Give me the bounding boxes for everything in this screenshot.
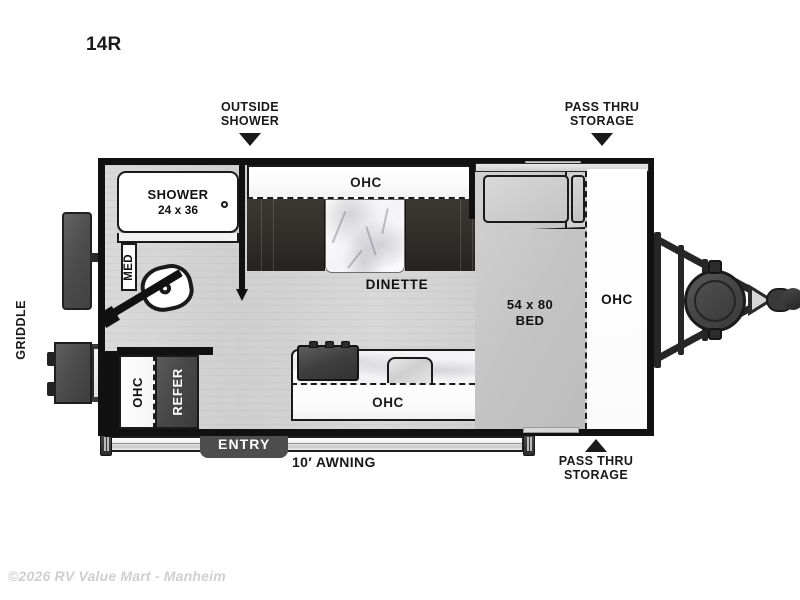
outside-shower-arm	[90, 253, 104, 262]
dinette-seat-left	[247, 199, 325, 271]
pass-thru-storage-bottom-opening	[523, 427, 579, 433]
cooktop	[297, 341, 359, 381]
shower-size-label: 24 x 36	[157, 203, 199, 217]
a-frame-tongue	[648, 226, 800, 374]
callout-pass-thru-storage-top: PASS THRU STORAGE	[564, 100, 640, 128]
bed-mattress	[475, 227, 585, 429]
copyright-footer: ©2026 RV Value Mart - Manheim	[8, 568, 226, 584]
overhead-cabinet-dinette: OHC	[247, 165, 485, 199]
bed-pillow-large	[483, 175, 569, 223]
awning-label: 10′ AWNING	[292, 454, 376, 470]
overhead-cabinet-galley-left: OHC	[119, 355, 155, 429]
bathroom-wall	[239, 165, 245, 293]
page-title: 14R	[86, 34, 122, 55]
shower-drain-icon	[221, 201, 228, 208]
bathroom-cabinet-band	[117, 233, 239, 243]
propane-valve-bottom	[708, 328, 722, 340]
refrigerator-label: REFER	[169, 368, 185, 416]
shower-pan: SHOWER 24 x 36	[117, 171, 239, 233]
bed-pillow-small	[571, 175, 585, 223]
bedroom-cabinet-divider	[585, 171, 587, 429]
overhead-cabinet-bedroom: OHC	[587, 169, 647, 429]
hitch-ball-icon	[782, 288, 800, 310]
bathroom-wall-end-icon	[236, 289, 248, 301]
arrow-down-icon-pass-thru-top	[591, 133, 613, 146]
bed-head-band	[475, 163, 649, 172]
shower-label: SHOWER	[147, 187, 209, 202]
propane-valve-top	[708, 260, 722, 274]
frame-bar-vertical-1	[654, 232, 661, 368]
frame-bar-vertical-2	[678, 245, 684, 355]
griddle-hinge-top	[47, 352, 56, 366]
coupler-triangle-inner	[752, 290, 768, 310]
medicine-cabinet-label: MED	[123, 253, 135, 281]
overhead-cabinet-galley-left-label: OHC	[129, 376, 145, 408]
overhead-cabinet-kitchen: OHC	[291, 383, 485, 421]
dinette-label: DINETTE	[365, 277, 429, 292]
arrow-up-icon-pass-thru-bottom	[585, 439, 607, 452]
callout-outside-shower: OUTSIDE SHOWER	[220, 100, 280, 128]
galley-top-wall	[117, 347, 213, 355]
refrigerator: REFER	[155, 355, 199, 429]
outside-shower-panel	[62, 212, 92, 310]
bed-size-label: 54 x 80	[506, 297, 554, 312]
griddle-body	[54, 342, 92, 404]
medicine-cabinet: MED	[121, 243, 137, 291]
rv-body-shell: SHOWER 24 x 36 MED OHC REFER OHC	[98, 158, 654, 437]
galley-left-wall	[105, 351, 119, 437]
griddle-hinge-bottom	[47, 382, 56, 396]
arrow-down-icon-outside-shower	[239, 133, 261, 146]
propane-tank-inner	[694, 280, 736, 322]
bedroom-divider-wall	[469, 165, 475, 219]
callout-griddle: GRIDDLE	[14, 300, 28, 360]
bed-name-label: BED	[515, 313, 545, 328]
bed-label: 54 x 80 BED	[475, 297, 585, 329]
awning-rail-line	[112, 443, 522, 444]
awning-rail	[110, 436, 524, 452]
callout-pass-thru-storage-bottom: PASS THRU STORAGE	[558, 454, 634, 482]
dinette-table	[325, 199, 405, 273]
